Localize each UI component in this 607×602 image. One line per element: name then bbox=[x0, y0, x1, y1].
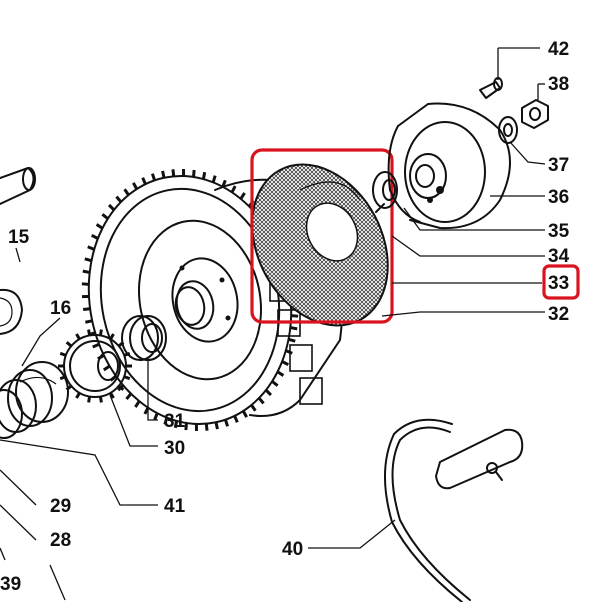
gear-tooth bbox=[221, 179, 227, 188]
gear-tooth bbox=[87, 245, 95, 251]
gear-tooth bbox=[276, 370, 285, 377]
gear-tooth bbox=[141, 177, 147, 185]
gear-tooth bbox=[123, 375, 131, 381]
gear-tooth bbox=[115, 195, 123, 203]
gear-tooth bbox=[211, 175, 217, 183]
gear-tooth bbox=[107, 203, 116, 211]
gear-tooth bbox=[117, 384, 125, 392]
gear-tooth bbox=[90, 233, 99, 240]
gear-tooth bbox=[102, 364, 111, 372]
callout-30: 30 bbox=[164, 438, 185, 459]
gear-tooth bbox=[285, 349, 293, 355]
part-15 bbox=[0, 288, 23, 335]
bushing-16-stack bbox=[0, 361, 69, 439]
gear-tooth bbox=[161, 170, 166, 179]
gear-tooth bbox=[271, 380, 279, 387]
callout-37: 37 bbox=[548, 155, 569, 176]
callout-28: 28 bbox=[50, 530, 71, 551]
callout-33: 33 bbox=[548, 273, 569, 294]
gear-tooth bbox=[171, 169, 176, 177]
callout-39: 39 bbox=[0, 574, 21, 595]
callout-35: 35 bbox=[548, 221, 570, 242]
cable-40 bbox=[384, 418, 524, 602]
screw-42 bbox=[479, 77, 503, 99]
small-gear-30 bbox=[58, 329, 132, 403]
gear-tooth bbox=[84, 257, 92, 263]
gear-tooth bbox=[109, 374, 117, 382]
leader-lines bbox=[0, 47, 546, 601]
gear-tooth bbox=[214, 421, 219, 430]
gear-tooth bbox=[109, 333, 115, 340]
gear-tooth bbox=[264, 389, 273, 397]
callouts: 42 38 37 36 35 34 33 32 15 16 31 30 29 4… bbox=[0, 39, 570, 595]
gear-tooth bbox=[82, 307, 91, 311]
callout-31: 31 bbox=[164, 411, 186, 432]
callout-42: 42 bbox=[548, 39, 569, 60]
nut-38 bbox=[521, 99, 549, 129]
gear-tooth bbox=[101, 213, 109, 220]
highlight-box-label bbox=[542, 264, 580, 300]
gear-tooth bbox=[192, 169, 196, 178]
gear-tooth bbox=[75, 392, 81, 399]
gear-tooth bbox=[201, 171, 207, 180]
gear-tooth bbox=[59, 375, 67, 381]
gear-tooth bbox=[134, 400, 141, 408]
gear-tooth bbox=[239, 192, 246, 200]
gear-tooth bbox=[257, 397, 265, 405]
drum-slot bbox=[289, 344, 313, 372]
callout-15: 15 bbox=[8, 227, 30, 248]
shaft-left bbox=[0, 167, 36, 205]
callout-16: 16 bbox=[50, 298, 71, 319]
gear-tooth bbox=[224, 419, 230, 427]
gear-tooth bbox=[291, 314, 299, 318]
gear-tooth bbox=[163, 417, 169, 425]
gear-tooth bbox=[97, 354, 105, 361]
gear-tooth bbox=[65, 384, 73, 391]
callout-41: 41 bbox=[164, 496, 186, 517]
gear-tooth bbox=[241, 410, 248, 418]
clutch-plate-36 bbox=[387, 102, 511, 230]
gear-tooth bbox=[87, 396, 92, 403]
gear-tooth bbox=[290, 326, 298, 331]
washer-37 bbox=[498, 116, 518, 144]
gear-tooth bbox=[75, 333, 81, 340]
gear-tooth bbox=[92, 342, 100, 349]
gear-tooth bbox=[85, 319, 93, 324]
gear-tooth bbox=[153, 412, 159, 421]
gear-tooth bbox=[81, 282, 89, 286]
callout-38: 38 bbox=[548, 74, 569, 95]
gear-tooth bbox=[173, 420, 179, 429]
gear-tooth bbox=[233, 415, 239, 423]
gear-tooth bbox=[95, 223, 104, 230]
gear-tooth bbox=[281, 360, 290, 367]
gear-tooth bbox=[132, 182, 139, 190]
callout-29: 29 bbox=[50, 496, 71, 517]
gear-tooth bbox=[65, 341, 73, 348]
callout-40: 40 bbox=[282, 539, 303, 560]
callout-36: 36 bbox=[548, 187, 569, 208]
gear-tooth bbox=[288, 337, 296, 343]
gear-tooth bbox=[150, 173, 156, 181]
gear-tooth bbox=[123, 188, 130, 196]
gear-tooth bbox=[230, 185, 237, 193]
gear-tooth bbox=[59, 351, 67, 357]
drum-slot bbox=[299, 377, 323, 405]
callout-32: 32 bbox=[548, 304, 569, 325]
gear-tooth bbox=[98, 396, 103, 403]
gear-tooth bbox=[204, 423, 209, 431]
gear-tooth bbox=[109, 392, 115, 399]
callout-34: 34 bbox=[548, 246, 570, 267]
gear-tooth bbox=[125, 392, 133, 401]
gear-tooth bbox=[184, 422, 188, 431]
gear-tooth bbox=[250, 404, 257, 412]
gear-tooth bbox=[88, 331, 96, 337]
gear-tooth bbox=[98, 329, 103, 336]
gear-tooth bbox=[82, 269, 90, 274]
